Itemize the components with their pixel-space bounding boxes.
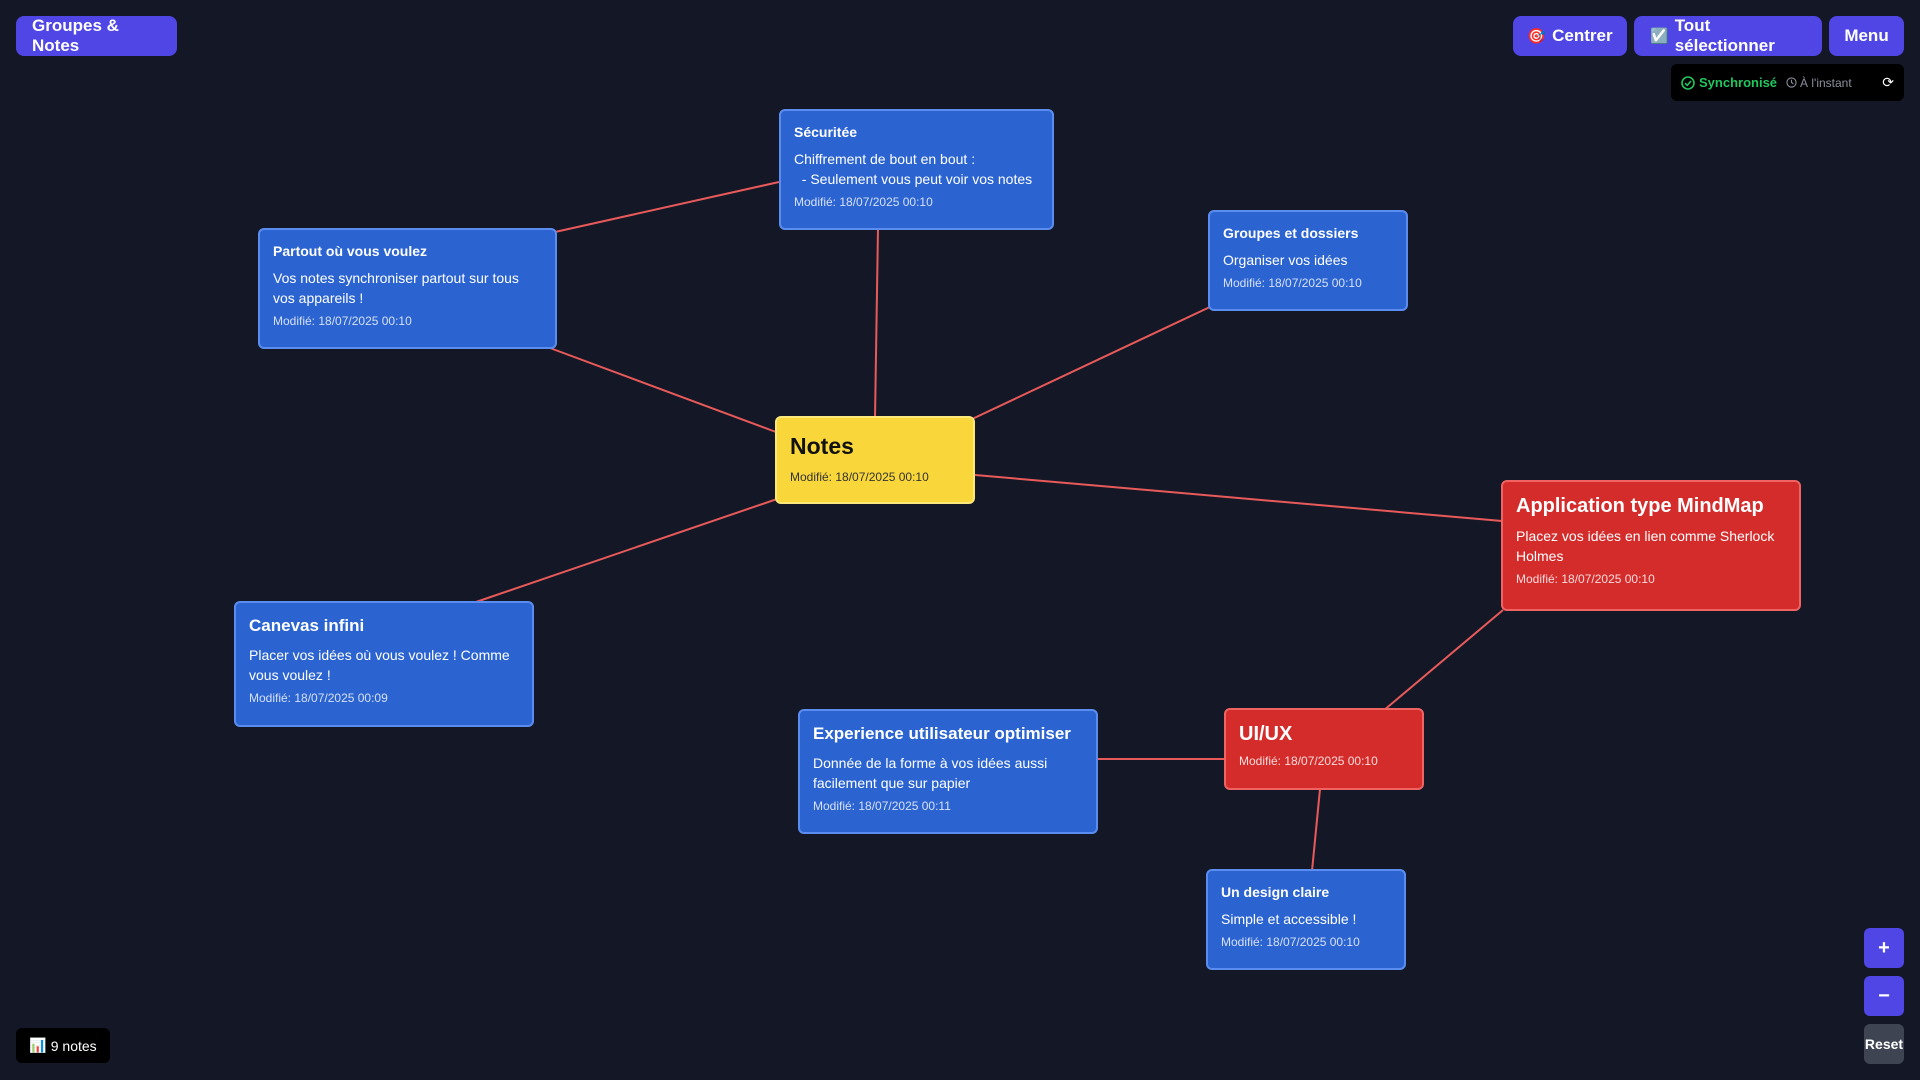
groups-notes-button[interactable]: Groupes & Notes [16, 16, 177, 56]
note-partout[interactable]: Partout où vous voulez Vos notes synchro… [258, 228, 557, 349]
note-modified: Modifié: 18/07/2025 00:10 [1221, 935, 1360, 949]
note-body: Chiffrement de bout en bout : - Seulemen… [794, 151, 1033, 187]
note-modified: Modifié: 18/07/2025 00:10 [1223, 276, 1362, 290]
note-body: Donnée de la forme à vos idées aussi fac… [813, 755, 1052, 791]
link-notes-groupes [969, 305, 1213, 421]
note-modified: Modifié: 18/07/2025 00:10 [794, 195, 933, 209]
note-modified: Modifié: 18/07/2025 00:11 [813, 799, 951, 813]
link-mindmap-uiux [1382, 609, 1504, 712]
target-icon: 🎯 [1527, 28, 1547, 45]
note-title: Groupes et dossiers [1223, 225, 1359, 241]
link-notes-mindmap [974, 474, 1503, 522]
select-all-button[interactable]: ☑️ Tout sélectionner [1634, 16, 1822, 56]
note-mindmap[interactable]: Application type MindMap Placez vos idée… [1501, 480, 1801, 611]
link-securite-partout [554, 181, 780, 233]
refresh-icon[interactable]: ⟳ [1882, 74, 1894, 90]
sync-time: À l'instant [1786, 76, 1852, 90]
center-button[interactable]: 🎯 Centrer [1513, 16, 1627, 56]
note-notes[interactable]: Notes Modifié: 18/07/2025 00:10 [775, 416, 975, 504]
zoom-in-button[interactable]: + [1864, 928, 1904, 968]
sync-status-label: Synchronisé [1699, 75, 1778, 90]
note-title: Sécuritée [794, 124, 858, 140]
check-circle-icon [1681, 75, 1695, 90]
sync-ok: Synchronisé [1681, 75, 1777, 90]
note-body: Simple et accessible ! [1221, 911, 1357, 927]
note-title: Partout où vous voulez [273, 243, 428, 259]
note-body: Vos notes synchroniser partout sur tous … [273, 270, 523, 306]
note-modified: Modifié: 18/07/2025 00:10 [1239, 754, 1378, 768]
menu-button[interactable]: Menu [1829, 16, 1904, 56]
note-body: Placez vos idées en lien comme Sherlock … [1516, 528, 1779, 564]
note-title: Notes [790, 433, 854, 459]
note-modified: Modifié: 18/07/2025 00:10 [1516, 572, 1655, 586]
checkbox-icon: ☑️ [1650, 28, 1669, 45]
link-uiux-design [1311, 788, 1321, 872]
clock-icon [1786, 77, 1797, 88]
center-label: Centrer [1552, 26, 1613, 45]
note-title: Experience utilisateur optimiser [813, 724, 1071, 743]
note-groupes[interactable]: Groupes et dossiers Organiser vos idées … [1208, 210, 1408, 311]
chart-icon: 📊 [29, 1037, 47, 1053]
note-modified: Modifié: 18/07/2025 00:10 [273, 314, 412, 328]
link-notes-partout [549, 347, 777, 433]
note-experience[interactable]: Experience utilisateur optimiser Donnée … [798, 709, 1098, 834]
minus-icon: − [1878, 984, 1890, 1007]
note-title: Application type MindMap [1516, 495, 1764, 517]
note-uiux[interactable]: UI/UX Modifié: 18/07/2025 00:10 [1224, 708, 1424, 790]
select-all-label: Tout sélectionner [1674, 16, 1775, 55]
groups-notes-label: Groupes & Notes [32, 16, 119, 55]
notes-count-label: 9 notes [50, 1037, 97, 1054]
reset-label: Reset [1864, 1036, 1904, 1052]
zoom-out-button[interactable]: − [1864, 976, 1904, 1016]
sync-status: Synchronisé À l'instant ⟳ [1671, 64, 1904, 101]
notes-count-badge: 📊 9 notes [16, 1028, 110, 1063]
note-canevas[interactable]: Canevas infini Placer vos idées où vous … [234, 601, 534, 727]
note-title: UI/UX [1239, 723, 1293, 745]
note-modified: Modifié: 18/07/2025 00:10 [790, 470, 929, 484]
note-title: Un design claire [1221, 884, 1330, 900]
plus-icon: + [1878, 936, 1890, 959]
menu-label: Menu [1844, 26, 1889, 45]
note-modified: Modifié: 18/07/2025 00:09 [249, 691, 388, 705]
zoom-reset-button[interactable]: Reset [1864, 1024, 1904, 1064]
note-design[interactable]: Un design claire Simple et accessible ! … [1206, 869, 1406, 970]
note-body: Organiser vos idées [1223, 252, 1348, 268]
link-notes-canevas [475, 498, 778, 603]
note-title: Canevas infini [249, 616, 365, 635]
sync-time-label: À l'instant [1800, 75, 1852, 90]
note-body: Placer vos idées où vous voulez ! Comme … [249, 647, 514, 683]
note-securite[interactable]: Sécuritée Chiffrement de bout en bout : … [779, 109, 1054, 230]
link-notes-securite [874, 227, 879, 419]
